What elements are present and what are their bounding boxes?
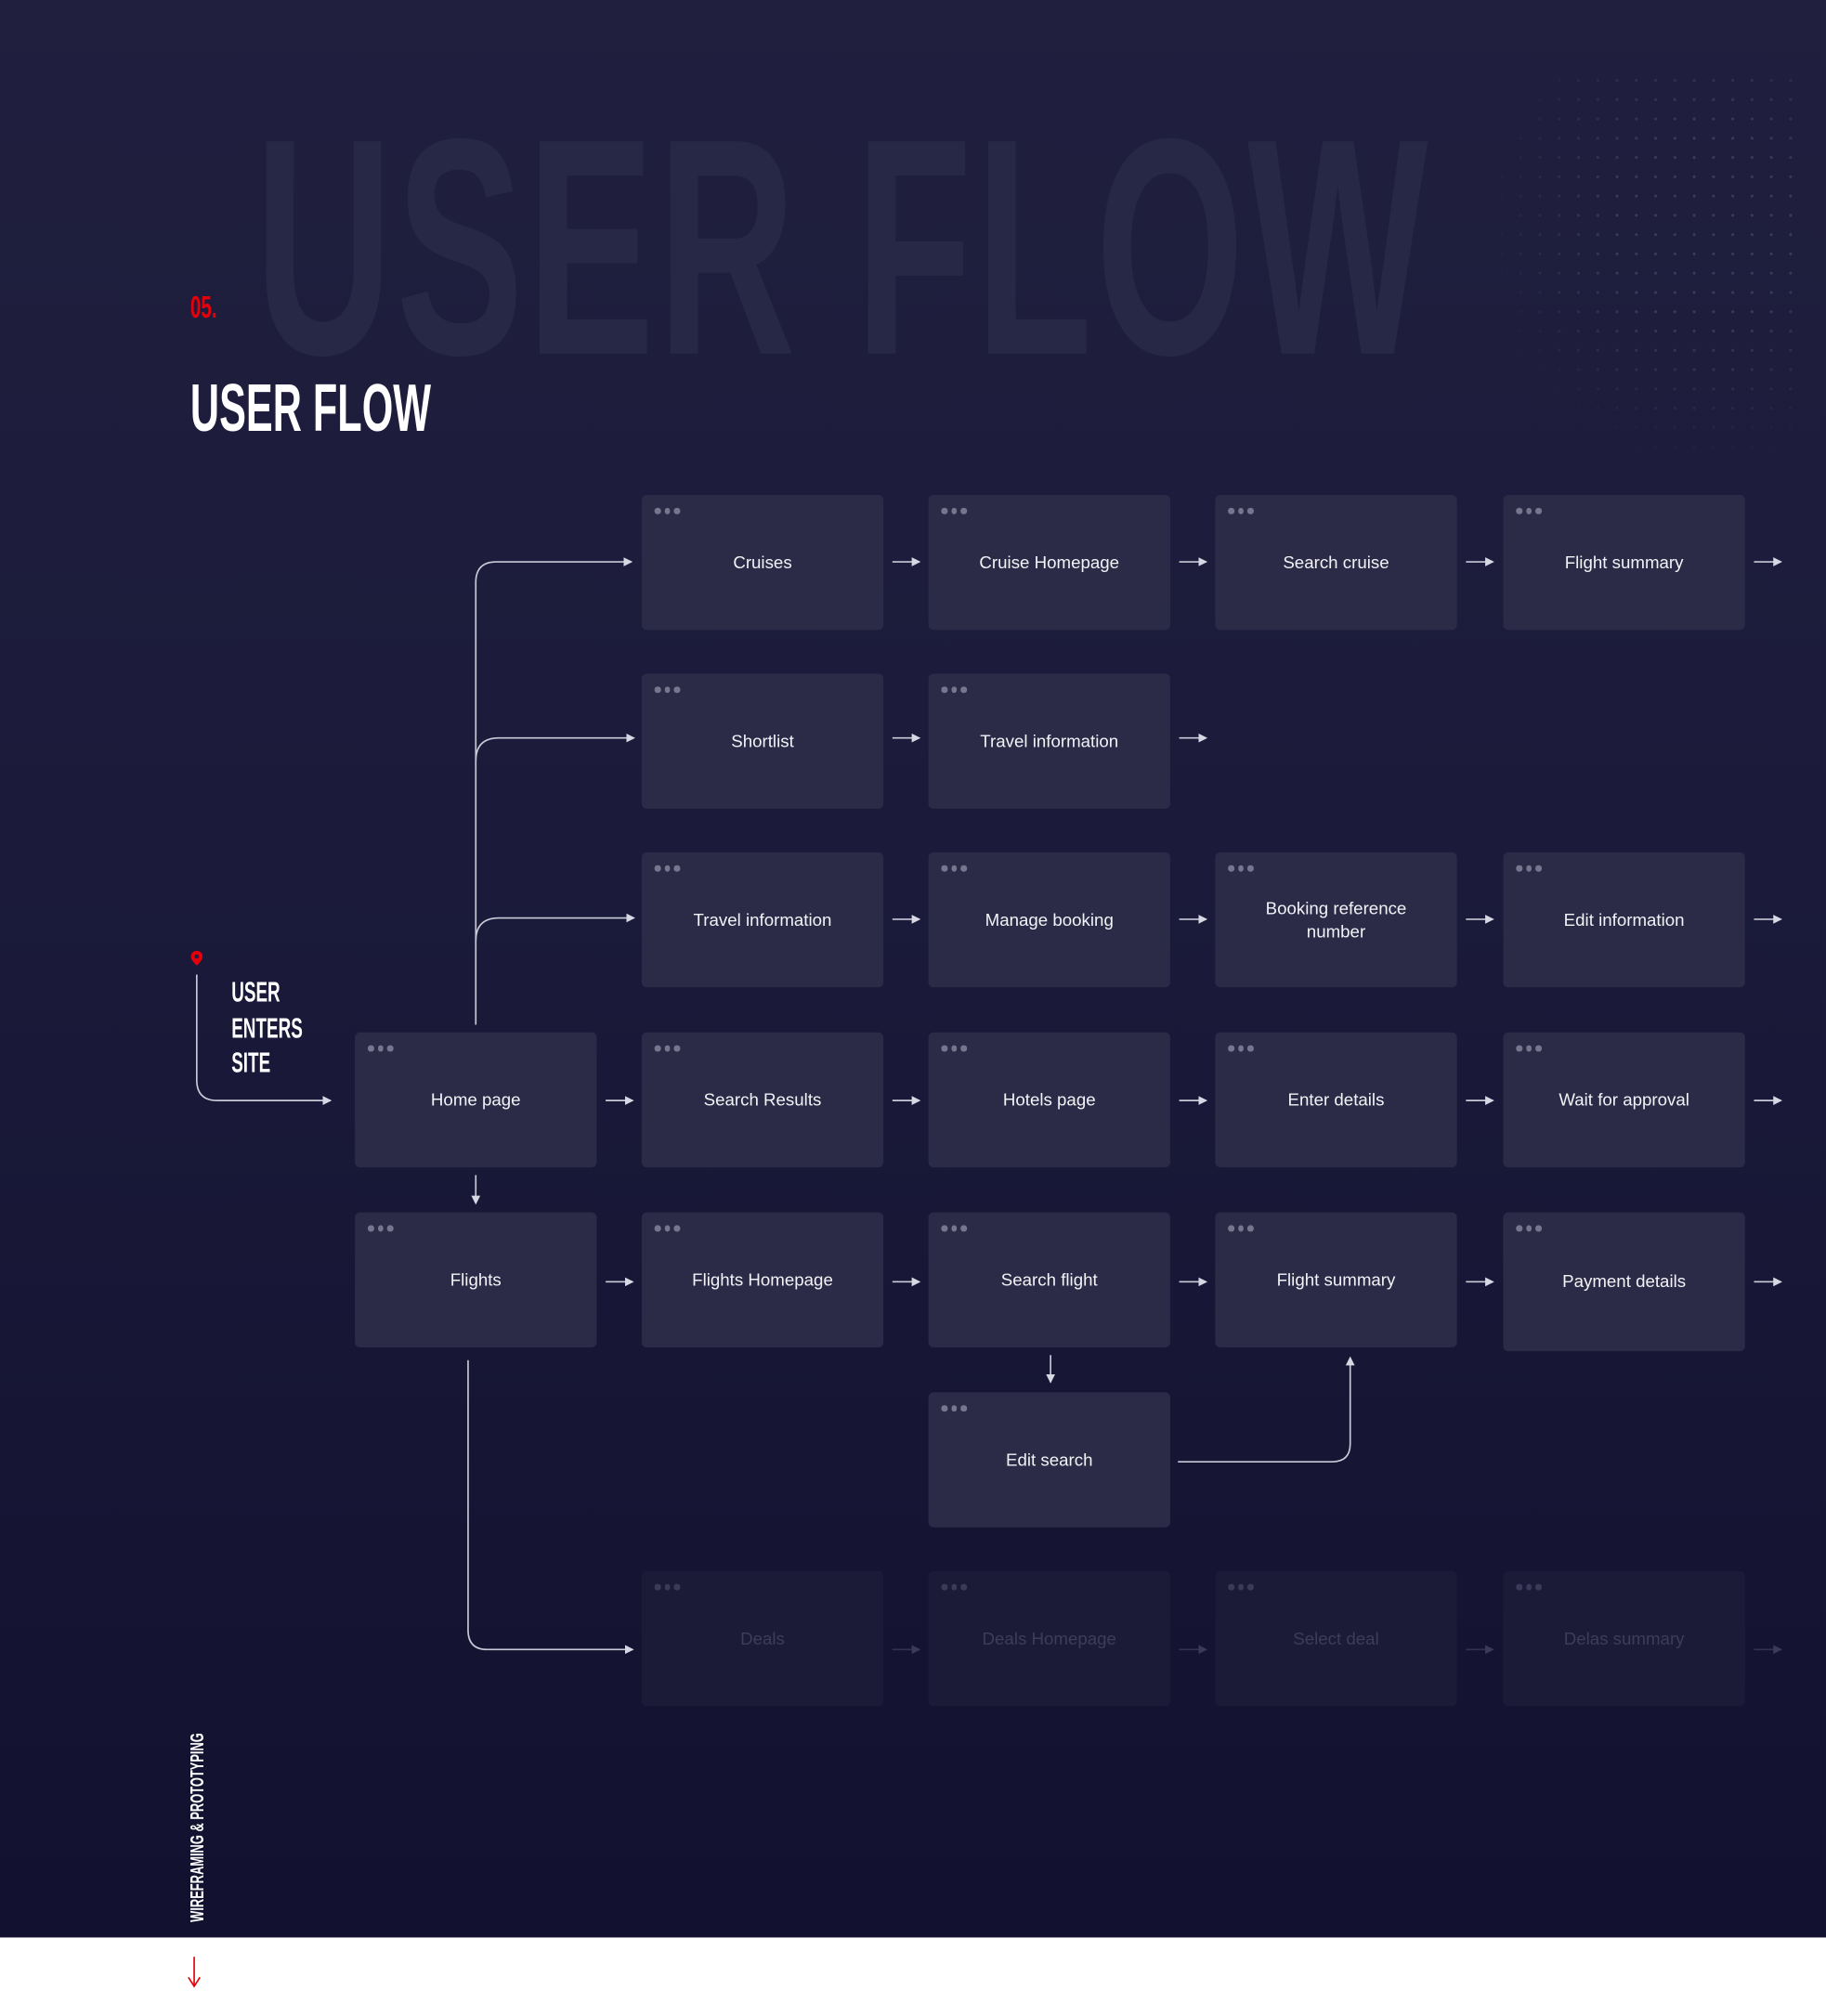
- window-dots-icon: [1228, 865, 1254, 871]
- flow-node-wait-for-approval[interactable]: Wait for approval: [1503, 1032, 1745, 1168]
- flow-node-label: Wait for approval: [1559, 1089, 1689, 1110]
- window-dots-icon: [654, 1225, 680, 1231]
- window-dots-icon: [941, 865, 967, 871]
- flow-node-label: Cruises: [733, 552, 792, 572]
- branch-connector-deals: [467, 1359, 634, 1655]
- window-dots-icon: [1228, 1583, 1254, 1590]
- flow-node-label: Select deal: [1293, 1628, 1379, 1648]
- flow-node-label: Edit information: [1563, 909, 1685, 930]
- window-dots-icon: [941, 1225, 967, 1231]
- scroll-down-arrow-icon[interactable]: [185, 1954, 202, 1990]
- window-dots-icon: [654, 1583, 680, 1590]
- flow-node-label: Cruise Homepage: [979, 552, 1120, 572]
- flow-node-label: Search cruise: [1283, 552, 1389, 572]
- flow-node-flights[interactable]: Flights: [355, 1212, 597, 1347]
- flow-connectors: [190, 557, 1782, 1655]
- window-dots-icon: [1516, 1583, 1542, 1590]
- start-label-line: SITE: [231, 1046, 271, 1079]
- flow-node-travel-information[interactable]: Travel information: [641, 852, 884, 988]
- window-dots-icon: [941, 1405, 967, 1411]
- flow-node-label: Flight summary: [1564, 552, 1684, 572]
- flow-node-label: Deals: [740, 1628, 785, 1648]
- flow-node-select-deal[interactable]: Select deal: [1215, 1570, 1457, 1707]
- flow-node-label: Home page: [430, 1089, 521, 1110]
- window-dots-icon: [654, 686, 680, 693]
- window-dots-icon: [1228, 1225, 1254, 1231]
- window-dots-icon: [941, 1045, 967, 1051]
- flow-node-home[interactable]: Home page: [355, 1032, 597, 1168]
- window-dots-icon: [654, 1045, 680, 1051]
- flow-node-label: Flights: [450, 1269, 502, 1289]
- branch-connector-shortlist: [475, 733, 635, 761]
- watermark-title: USER FLOW: [254, 74, 1432, 420]
- flow-node-travel-information-shortlist[interactable]: Travel information: [928, 673, 1170, 809]
- flow-node-label: Flights Homepage: [692, 1269, 833, 1289]
- flow-node-label: Edit search: [1005, 1450, 1093, 1469]
- flow-node-hotels-page[interactable]: Hotels page: [928, 1032, 1170, 1168]
- flow-node-search-cruise[interactable]: Search cruise: [1215, 495, 1457, 631]
- flow-node-label: Enter details: [1287, 1089, 1385, 1110]
- flow-node-label: Flight summary: [1276, 1269, 1396, 1289]
- flow-node-flight-summary[interactable]: Flight summary: [1215, 1212, 1457, 1347]
- flow-node-search-results[interactable]: Search Results: [641, 1032, 884, 1168]
- window-dots-icon: [1228, 1045, 1254, 1051]
- flow-node-label: Payment details: [1562, 1271, 1687, 1292]
- window-dots-icon: [654, 865, 680, 871]
- window-dots-icon: [654, 507, 680, 514]
- flow-node-cruise-homepage[interactable]: Cruise Homepage: [928, 495, 1170, 631]
- flow-node-cruises[interactable]: Cruises: [641, 495, 884, 631]
- flow-node-delas-summary[interactable]: Delas summary: [1503, 1570, 1745, 1707]
- dark-background: USER FLOW 05. USER FLOW USER ENTERS SITE: [0, 0, 1826, 1938]
- flow-node-booking-reference-number[interactable]: Booking reference number: [1215, 852, 1457, 988]
- flow-node-label: Travel information: [980, 731, 1119, 750]
- branch-connector-travel-information: [475, 913, 635, 942]
- window-dots-icon: [1516, 1225, 1542, 1231]
- window-dots-icon: [367, 1225, 393, 1231]
- flow-node-edit-information[interactable]: Edit information: [1503, 852, 1745, 988]
- window-dots-icon: [941, 686, 967, 693]
- flow-node-flights-homepage[interactable]: Flights Homepage: [641, 1212, 884, 1347]
- flow-node-enter-details[interactable]: Enter details: [1215, 1032, 1457, 1168]
- flow-node-payment-details[interactable]: Payment details: [1503, 1212, 1745, 1352]
- section-number: 05.: [189, 290, 217, 326]
- flow-node-label: Manage booking: [985, 909, 1114, 930]
- page-title: USER FLOW: [189, 371, 432, 447]
- flow-node-shortlist[interactable]: Shortlist: [641, 673, 884, 809]
- section-side-label: WIREFRAMING & PROTOTYPING: [186, 1733, 209, 1922]
- flow-node-label: Shortlist: [731, 731, 794, 750]
- flow-node-search-flight[interactable]: Search flight: [928, 1212, 1170, 1347]
- flow-node-deals[interactable]: Deals: [641, 1570, 884, 1707]
- start-label-line: ENTERS: [231, 1010, 303, 1044]
- flow-node-label: Hotels page: [1002, 1089, 1096, 1110]
- dot-grid-decoration: [1492, 71, 1794, 457]
- flow-node-manage-booking[interactable]: Manage booking: [928, 852, 1170, 988]
- flow-node-label: Travel information: [693, 909, 832, 930]
- flow-node-deals-homepage[interactable]: Deals Homepage: [928, 1570, 1170, 1707]
- flow-node-label: Deals Homepage: [982, 1628, 1116, 1648]
- start-label: USER ENTERS SITE: [231, 974, 303, 1080]
- window-dots-icon: [941, 507, 967, 514]
- flow-node-label: Search flight: [1000, 1269, 1098, 1289]
- start-connector: [195, 974, 333, 1105]
- flow-node-label: Search Results: [703, 1089, 822, 1110]
- flow-node-label: Delas summary: [1563, 1628, 1685, 1648]
- window-dots-icon: [1228, 507, 1254, 514]
- window-dots-icon: [367, 1045, 393, 1051]
- window-dots-icon: [1516, 1045, 1542, 1051]
- location-pin-icon: [190, 950, 203, 966]
- window-dots-icon: [1516, 507, 1542, 514]
- arrow-connector-edit-to-summary: [1178, 1356, 1355, 1463]
- window-dots-icon: [941, 1583, 967, 1590]
- start-label-line: USER: [231, 975, 280, 1008]
- flow-node-flight-summary-cruise[interactable]: Flight summary: [1503, 495, 1745, 631]
- branch-connector-cruises: [475, 557, 633, 1025]
- window-dots-icon: [1516, 865, 1542, 871]
- flow-node-edit-search[interactable]: Edit search: [928, 1392, 1170, 1528]
- flow-node-label: Booking reference number: [1265, 898, 1407, 941]
